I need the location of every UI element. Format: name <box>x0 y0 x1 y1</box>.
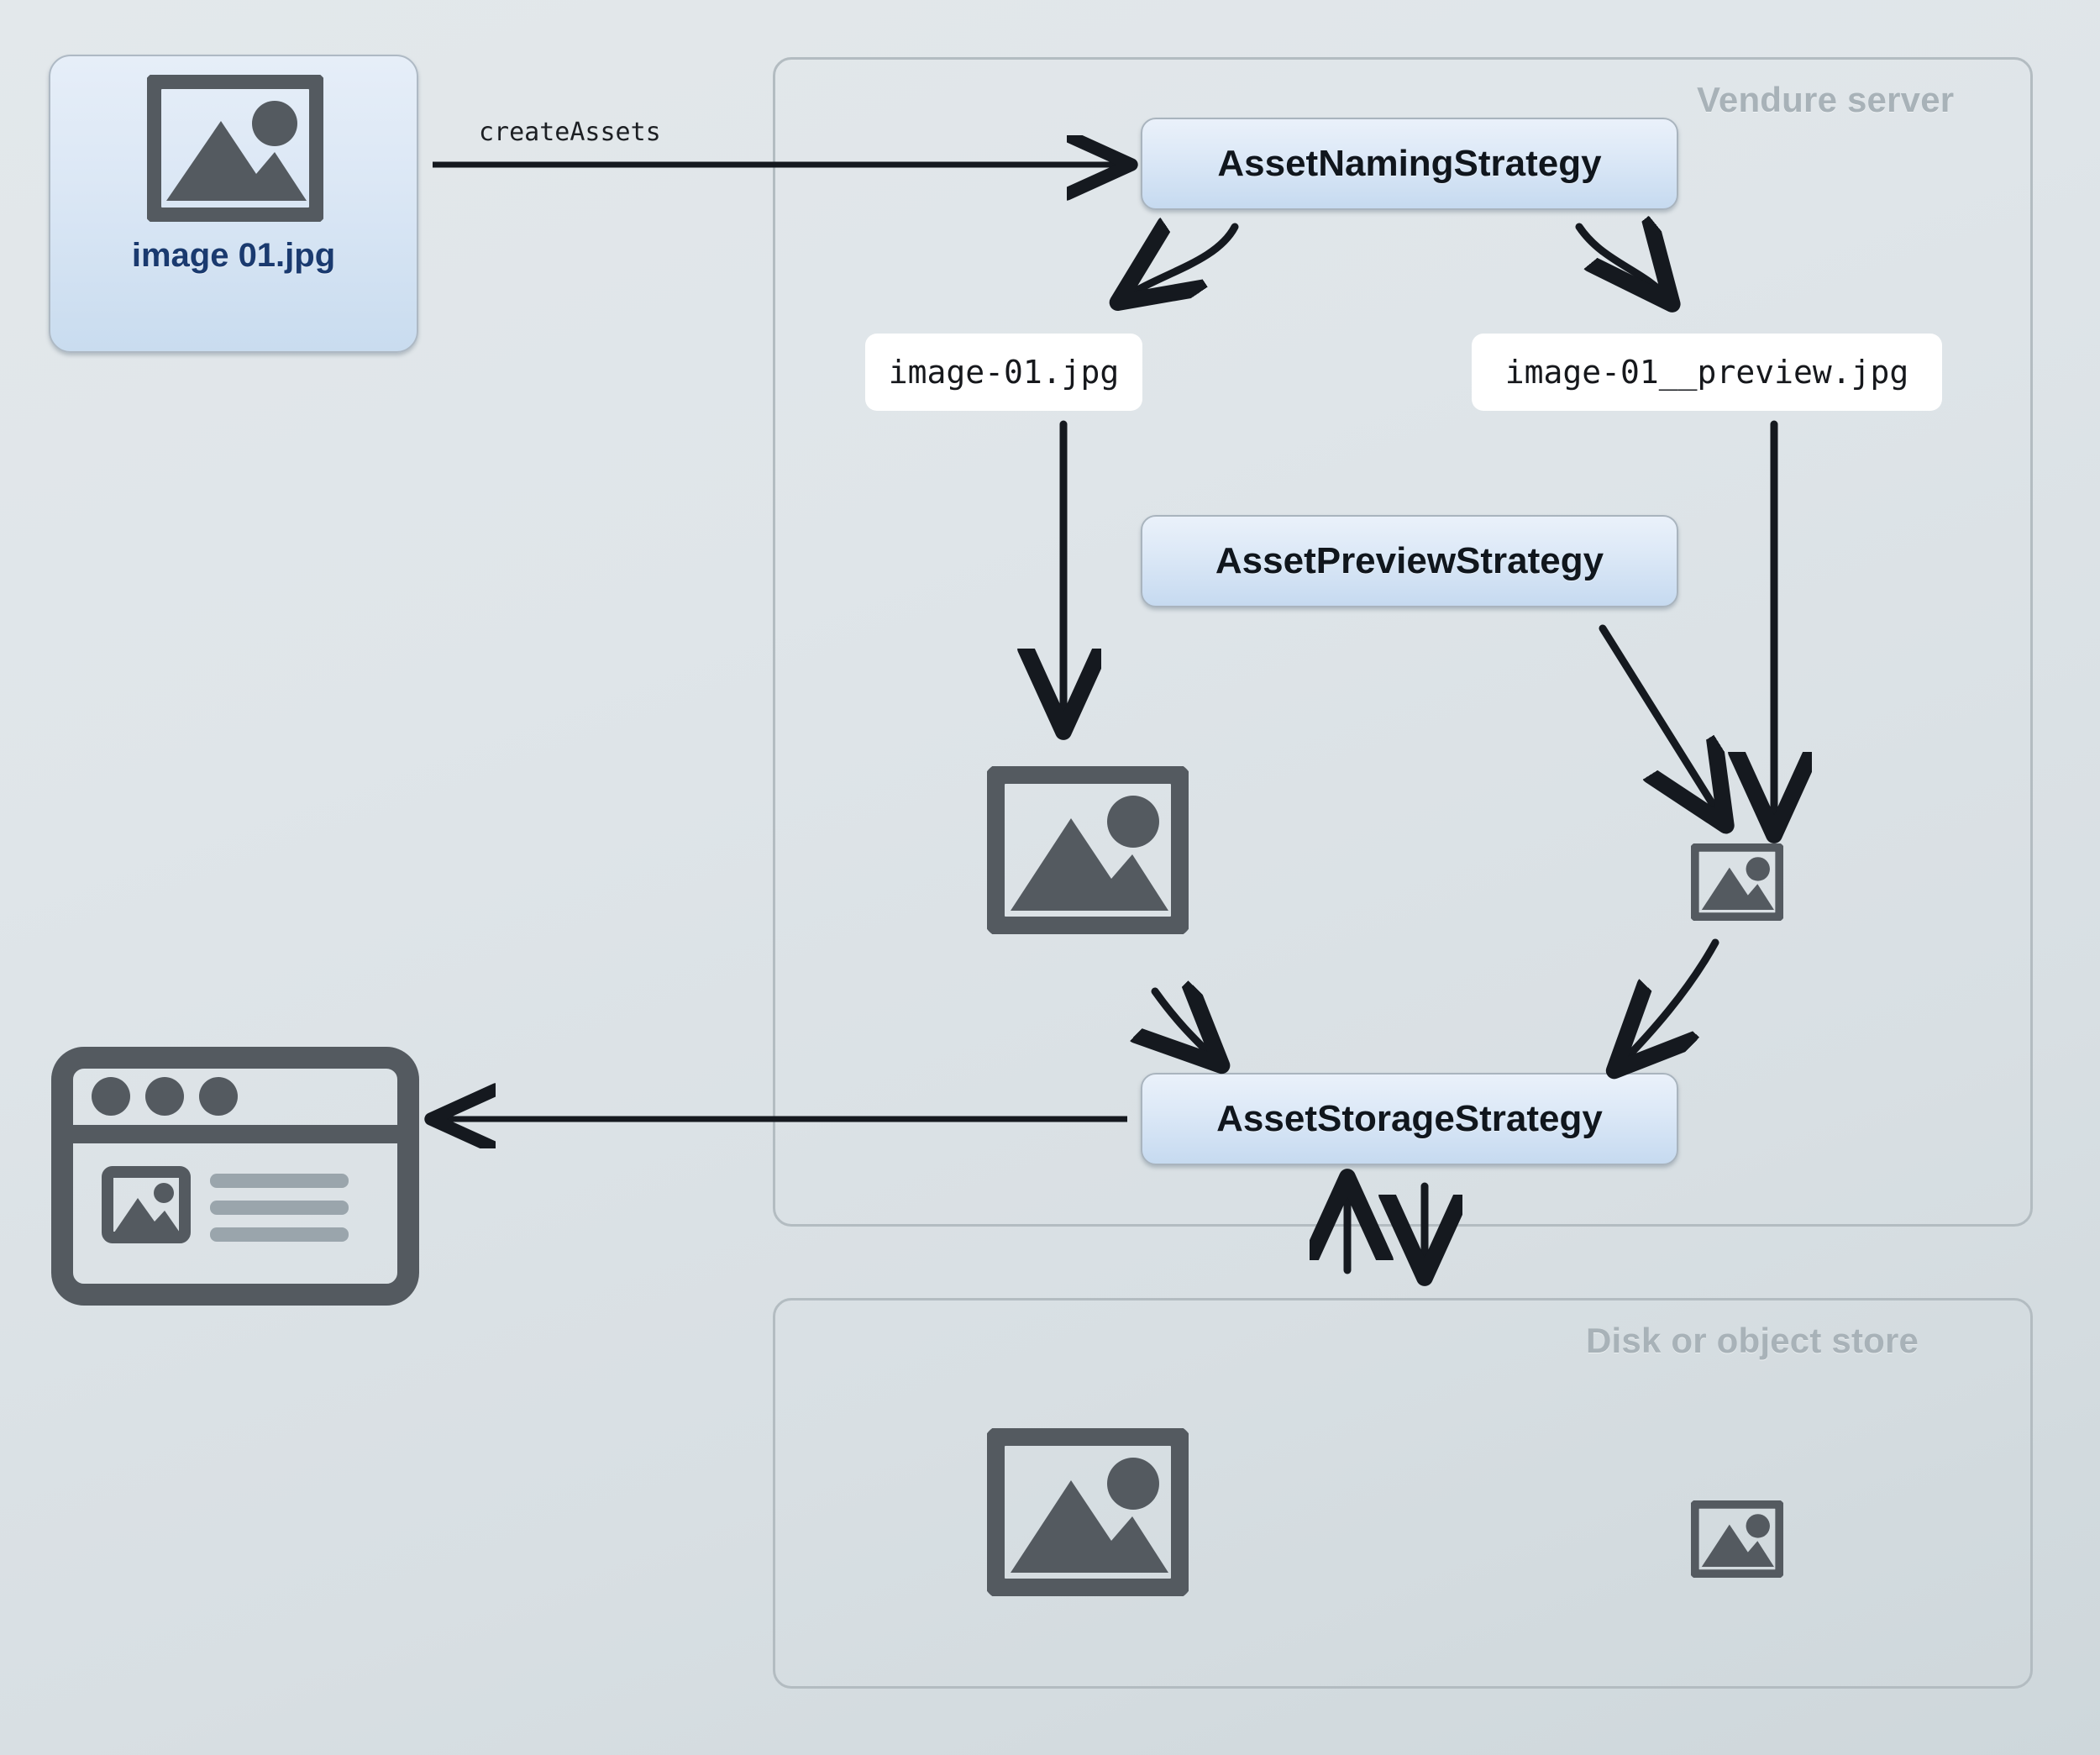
asset-preview-strategy-box[interactable]: AssetPreviewStrategy <box>1141 515 1678 607</box>
preview-filename-text: image-01__preview.jpg <box>1504 354 1909 391</box>
server-full-image-icon <box>987 766 1189 934</box>
asset-naming-strategy-box[interactable]: AssetNamingStrategy <box>1141 118 1678 210</box>
source-file-card[interactable]: image 01.jpg <box>49 55 418 353</box>
source-file-label: image 01.jpg <box>131 237 336 274</box>
stored-full-image-icon <box>987 1428 1189 1596</box>
asset-preview-strategy-label: AssetPreviewStrategy <box>1215 540 1604 581</box>
asset-naming-strategy-label: AssetNamingStrategy <box>1217 143 1602 184</box>
group-disk-store <box>773 1298 2033 1689</box>
stored-preview-image-icon <box>1691 1500 1783 1578</box>
group-vendure-server-label: Vendure server <box>1697 80 1955 119</box>
asset-storage-strategy-box[interactable]: AssetStorageStrategy <box>1141 1073 1678 1165</box>
group-disk-store-label: Disk or object store <box>1586 1321 1919 1360</box>
browser-window-icon[interactable] <box>50 1046 420 1306</box>
source-filename-text: image-01.jpg <box>888 354 1120 391</box>
asset-storage-strategy-label: AssetStorageStrategy <box>1216 1098 1603 1139</box>
server-preview-image-icon <box>1691 843 1783 921</box>
preview-filename-pill: image-01__preview.jpg <box>1472 334 1942 411</box>
group-vendure-server <box>773 57 2033 1227</box>
source-filename-pill: image-01.jpg <box>865 334 1142 411</box>
image-placeholder-icon <box>147 75 323 222</box>
edge-label-create-assets: createAssets <box>479 118 661 147</box>
